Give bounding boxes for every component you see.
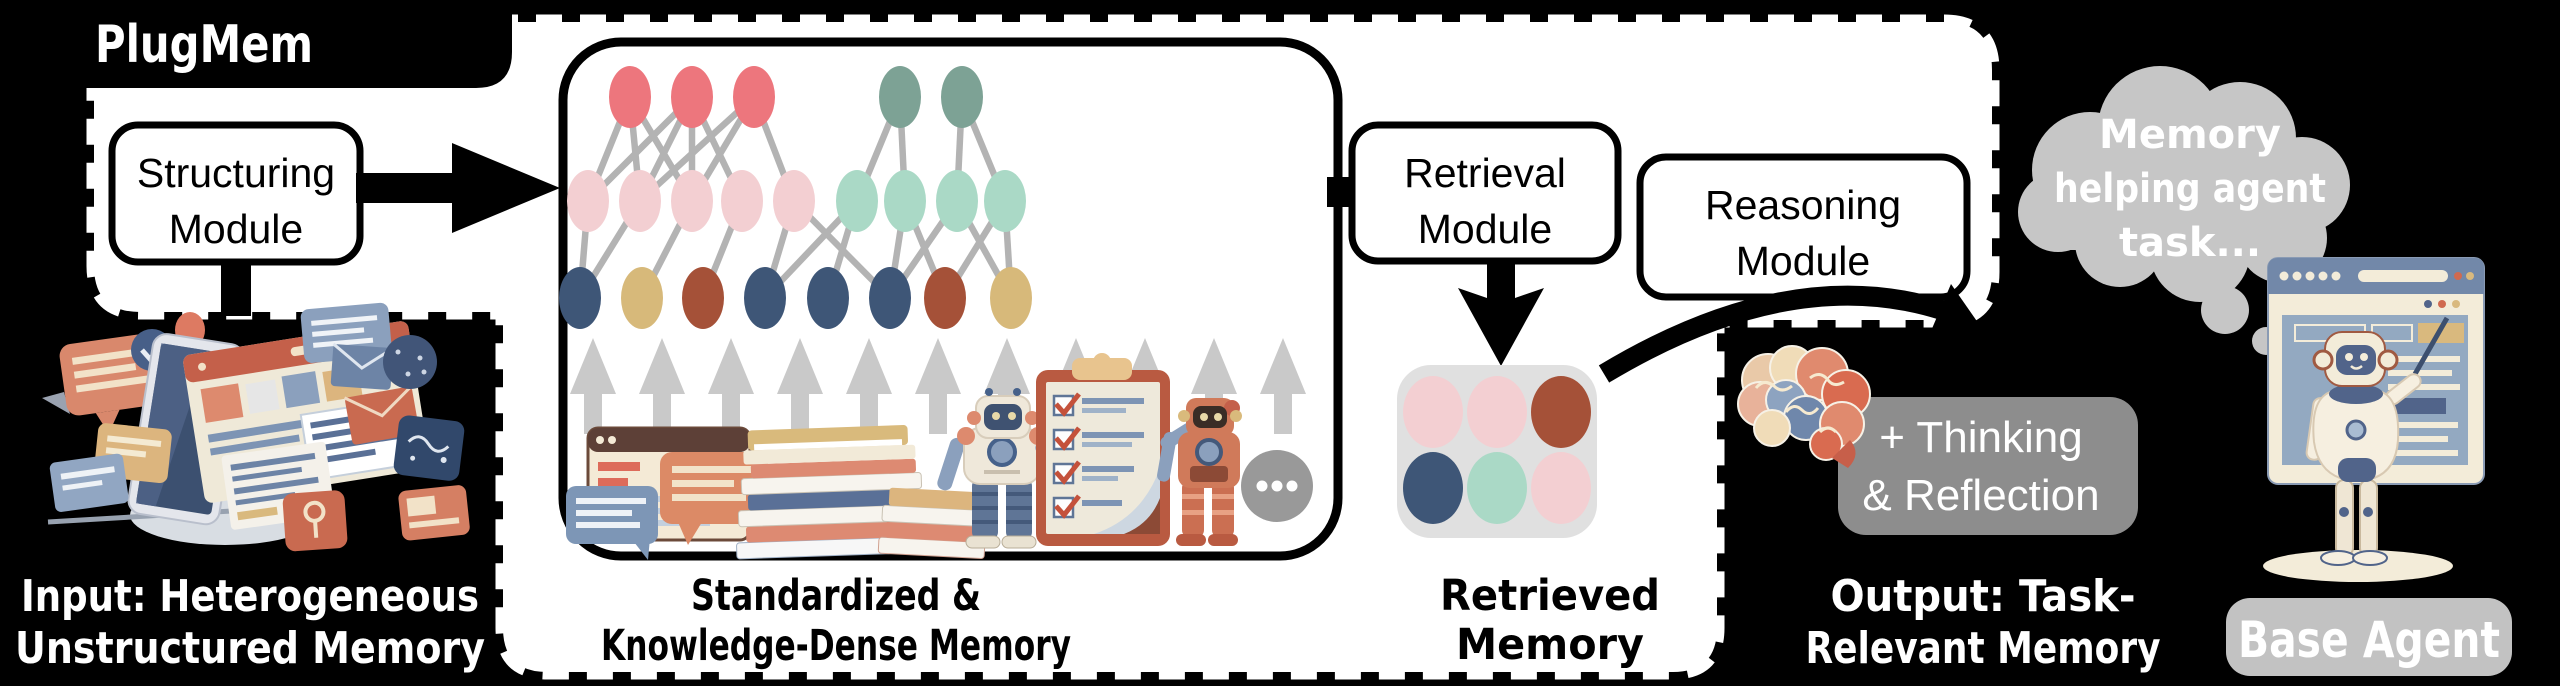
caption-input-1: Input: Heterogeneous	[21, 571, 479, 622]
thought-cloud-text-2: helping agent	[2054, 166, 2326, 212]
base-agent-robot-icon	[2305, 316, 2450, 566]
up-arrow-icon	[570, 338, 616, 434]
retrieved-node	[1467, 452, 1527, 524]
envelope-icon	[330, 342, 395, 390]
thought-cloud-text-1: Memory	[2099, 112, 2281, 158]
retrieved-memory-nodes	[1403, 376, 1591, 524]
up-arrow-icon	[846, 338, 892, 434]
memory-graph-nodes	[559, 66, 1032, 329]
memory-node	[733, 66, 775, 128]
chat-browser-icon	[566, 426, 768, 560]
retrieval-module-box	[1348, 121, 1622, 265]
brain-icon	[1737, 345, 1871, 468]
memory-node	[721, 170, 763, 232]
thought-cloud-text-3: task...	[2119, 220, 2261, 266]
retrieval-module-label-2: Module	[1418, 206, 1552, 252]
reasoning-curved-arrow-icon	[1598, 284, 1990, 383]
memory-node	[559, 267, 601, 329]
up-arrow-icon	[639, 338, 685, 434]
memory-node	[869, 267, 911, 329]
base-agent-label: Base Agent	[2238, 611, 2500, 669]
reasoning-module-label-1: Reasoning	[1705, 182, 1901, 228]
memory-node	[836, 170, 878, 232]
structuring-input-connector	[221, 260, 251, 316]
up-arrow-icon	[984, 338, 1030, 434]
thinking-label-2: & Reflection	[1862, 471, 2099, 520]
input-collage	[42, 302, 470, 552]
retrieval-down-arrow-icon	[1458, 258, 1544, 366]
memory-node	[936, 170, 978, 232]
caption-output-2: Relevant Memory	[1806, 623, 2161, 674]
memory-node	[621, 267, 663, 329]
memory-node	[924, 267, 966, 329]
map-pin-icon	[282, 490, 348, 552]
memory-node	[984, 170, 1026, 232]
caption-standardized-2: Knowledge-Dense Memory	[601, 621, 1071, 671]
memory-node	[884, 170, 926, 232]
robot-salmon-icon	[1157, 398, 1242, 546]
memory-node	[941, 66, 983, 128]
base-agent-scene: Base Agent	[2226, 257, 2512, 676]
memory-node	[682, 267, 724, 329]
memory-node	[671, 170, 713, 232]
caption-output-1: Output: Task-	[1831, 571, 2136, 622]
up-arrow-icon	[1260, 338, 1306, 434]
floor-shadow	[2263, 550, 2453, 582]
ellipsis-icon	[1241, 450, 1313, 522]
memory-node	[609, 66, 651, 128]
up-arrow-icon	[915, 338, 961, 434]
plugmem-title-tab	[20, 0, 512, 88]
memory-node	[567, 170, 609, 232]
retrieved-node	[1531, 452, 1591, 524]
thought-cloud-icon	[2018, 66, 2350, 355]
up-arrow-icon	[777, 338, 823, 434]
checklist-clipboard-icon	[1036, 353, 1170, 546]
reasoning-module-label-2: Module	[1736, 238, 1870, 284]
retrieved-node	[1531, 376, 1591, 448]
memory-node	[990, 267, 1032, 329]
structuring-arrow-icon	[356, 143, 560, 233]
memory-node	[807, 267, 849, 329]
retrieved-node	[1403, 376, 1463, 448]
up-arrow-icon	[708, 338, 754, 434]
memory-node	[744, 267, 786, 329]
caption-standardized-1: Standardized &	[691, 571, 981, 621]
memory-node	[879, 66, 921, 128]
caption-retrieved-1: Retrieved	[1440, 571, 1660, 621]
structuring-module-label-1: Structuring	[137, 150, 335, 196]
book-stack-icon	[736, 425, 986, 560]
retrieved-node	[1467, 376, 1527, 448]
memory-edge	[637, 94, 757, 204]
structuring-module-label-2: Module	[169, 206, 303, 252]
memory-node	[671, 66, 713, 128]
caption-retrieved-2: Memory	[1456, 620, 1644, 670]
caption-input-2: Unstructured Memory	[15, 623, 485, 674]
memory-node	[619, 170, 661, 232]
up-arrow-icon	[1191, 338, 1237, 434]
base-agent-label-box	[2226, 598, 2512, 676]
page-title: PlugMem	[95, 15, 313, 75]
thinking-reflection-box	[1838, 397, 2138, 535]
thinking-label-1: + Thinking	[1879, 413, 2082, 462]
retrieval-module-label-1: Retrieval	[1404, 150, 1566, 196]
retrieved-node	[1403, 452, 1463, 524]
memory-node	[773, 170, 815, 232]
